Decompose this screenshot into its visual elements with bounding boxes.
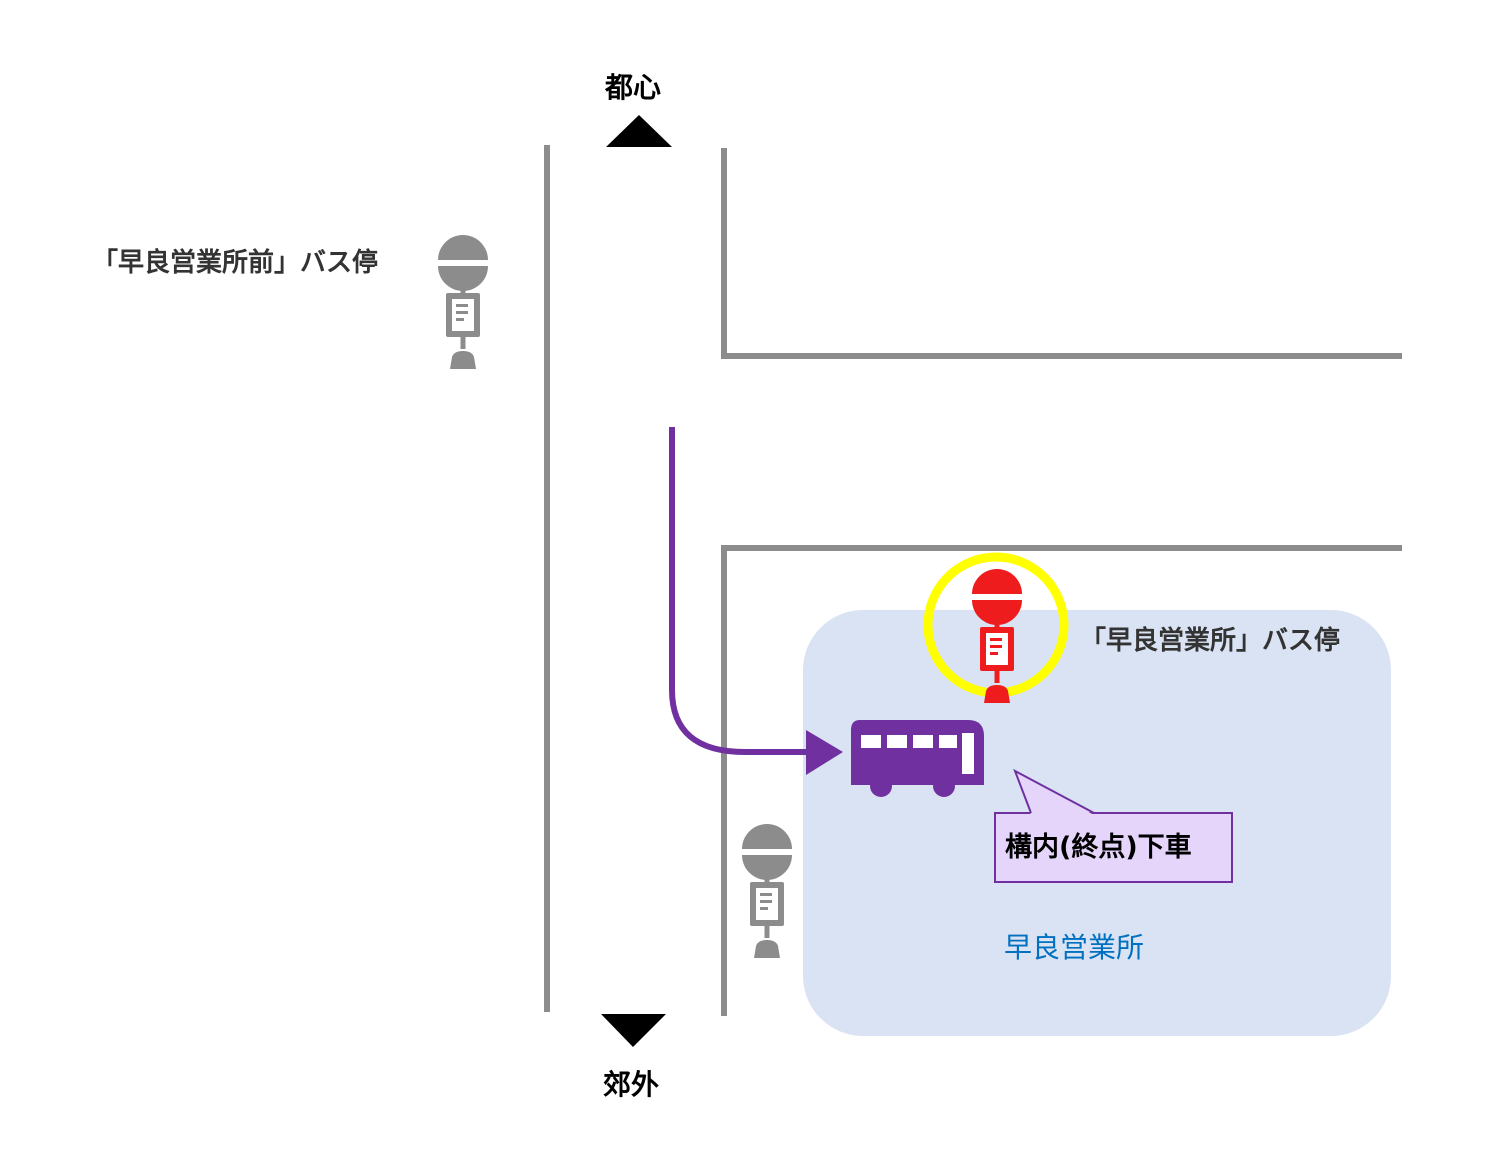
callout-bubble: [994, 768, 1233, 883]
main-road-east-edge-south: [721, 545, 1402, 1016]
bus-stop-eigyosho-label: 「早良営業所」バス停: [1080, 626, 1341, 656]
south-direction-label: 郊外: [603, 1068, 660, 1101]
south-arrow: [601, 1014, 666, 1047]
main-road-east-edge-north: [721, 148, 1402, 359]
bus-stop-icon: [972, 569, 1022, 703]
route-arrowhead: [806, 730, 843, 775]
bus-icon: [851, 720, 984, 797]
bus-stop-mae-label: 「早良営業所前」バス停: [92, 248, 379, 278]
bus-stop-icon: [742, 824, 792, 958]
office-label: 早良営業所: [1004, 931, 1145, 964]
north-direction-label: 都心: [605, 71, 662, 104]
bus-stop-icon: [438, 235, 488, 369]
north-arrow: [606, 115, 672, 147]
roads: [544, 145, 1402, 1016]
route-line: [669, 427, 810, 755]
callout-text: 構内(終点)下車: [1005, 832, 1192, 863]
